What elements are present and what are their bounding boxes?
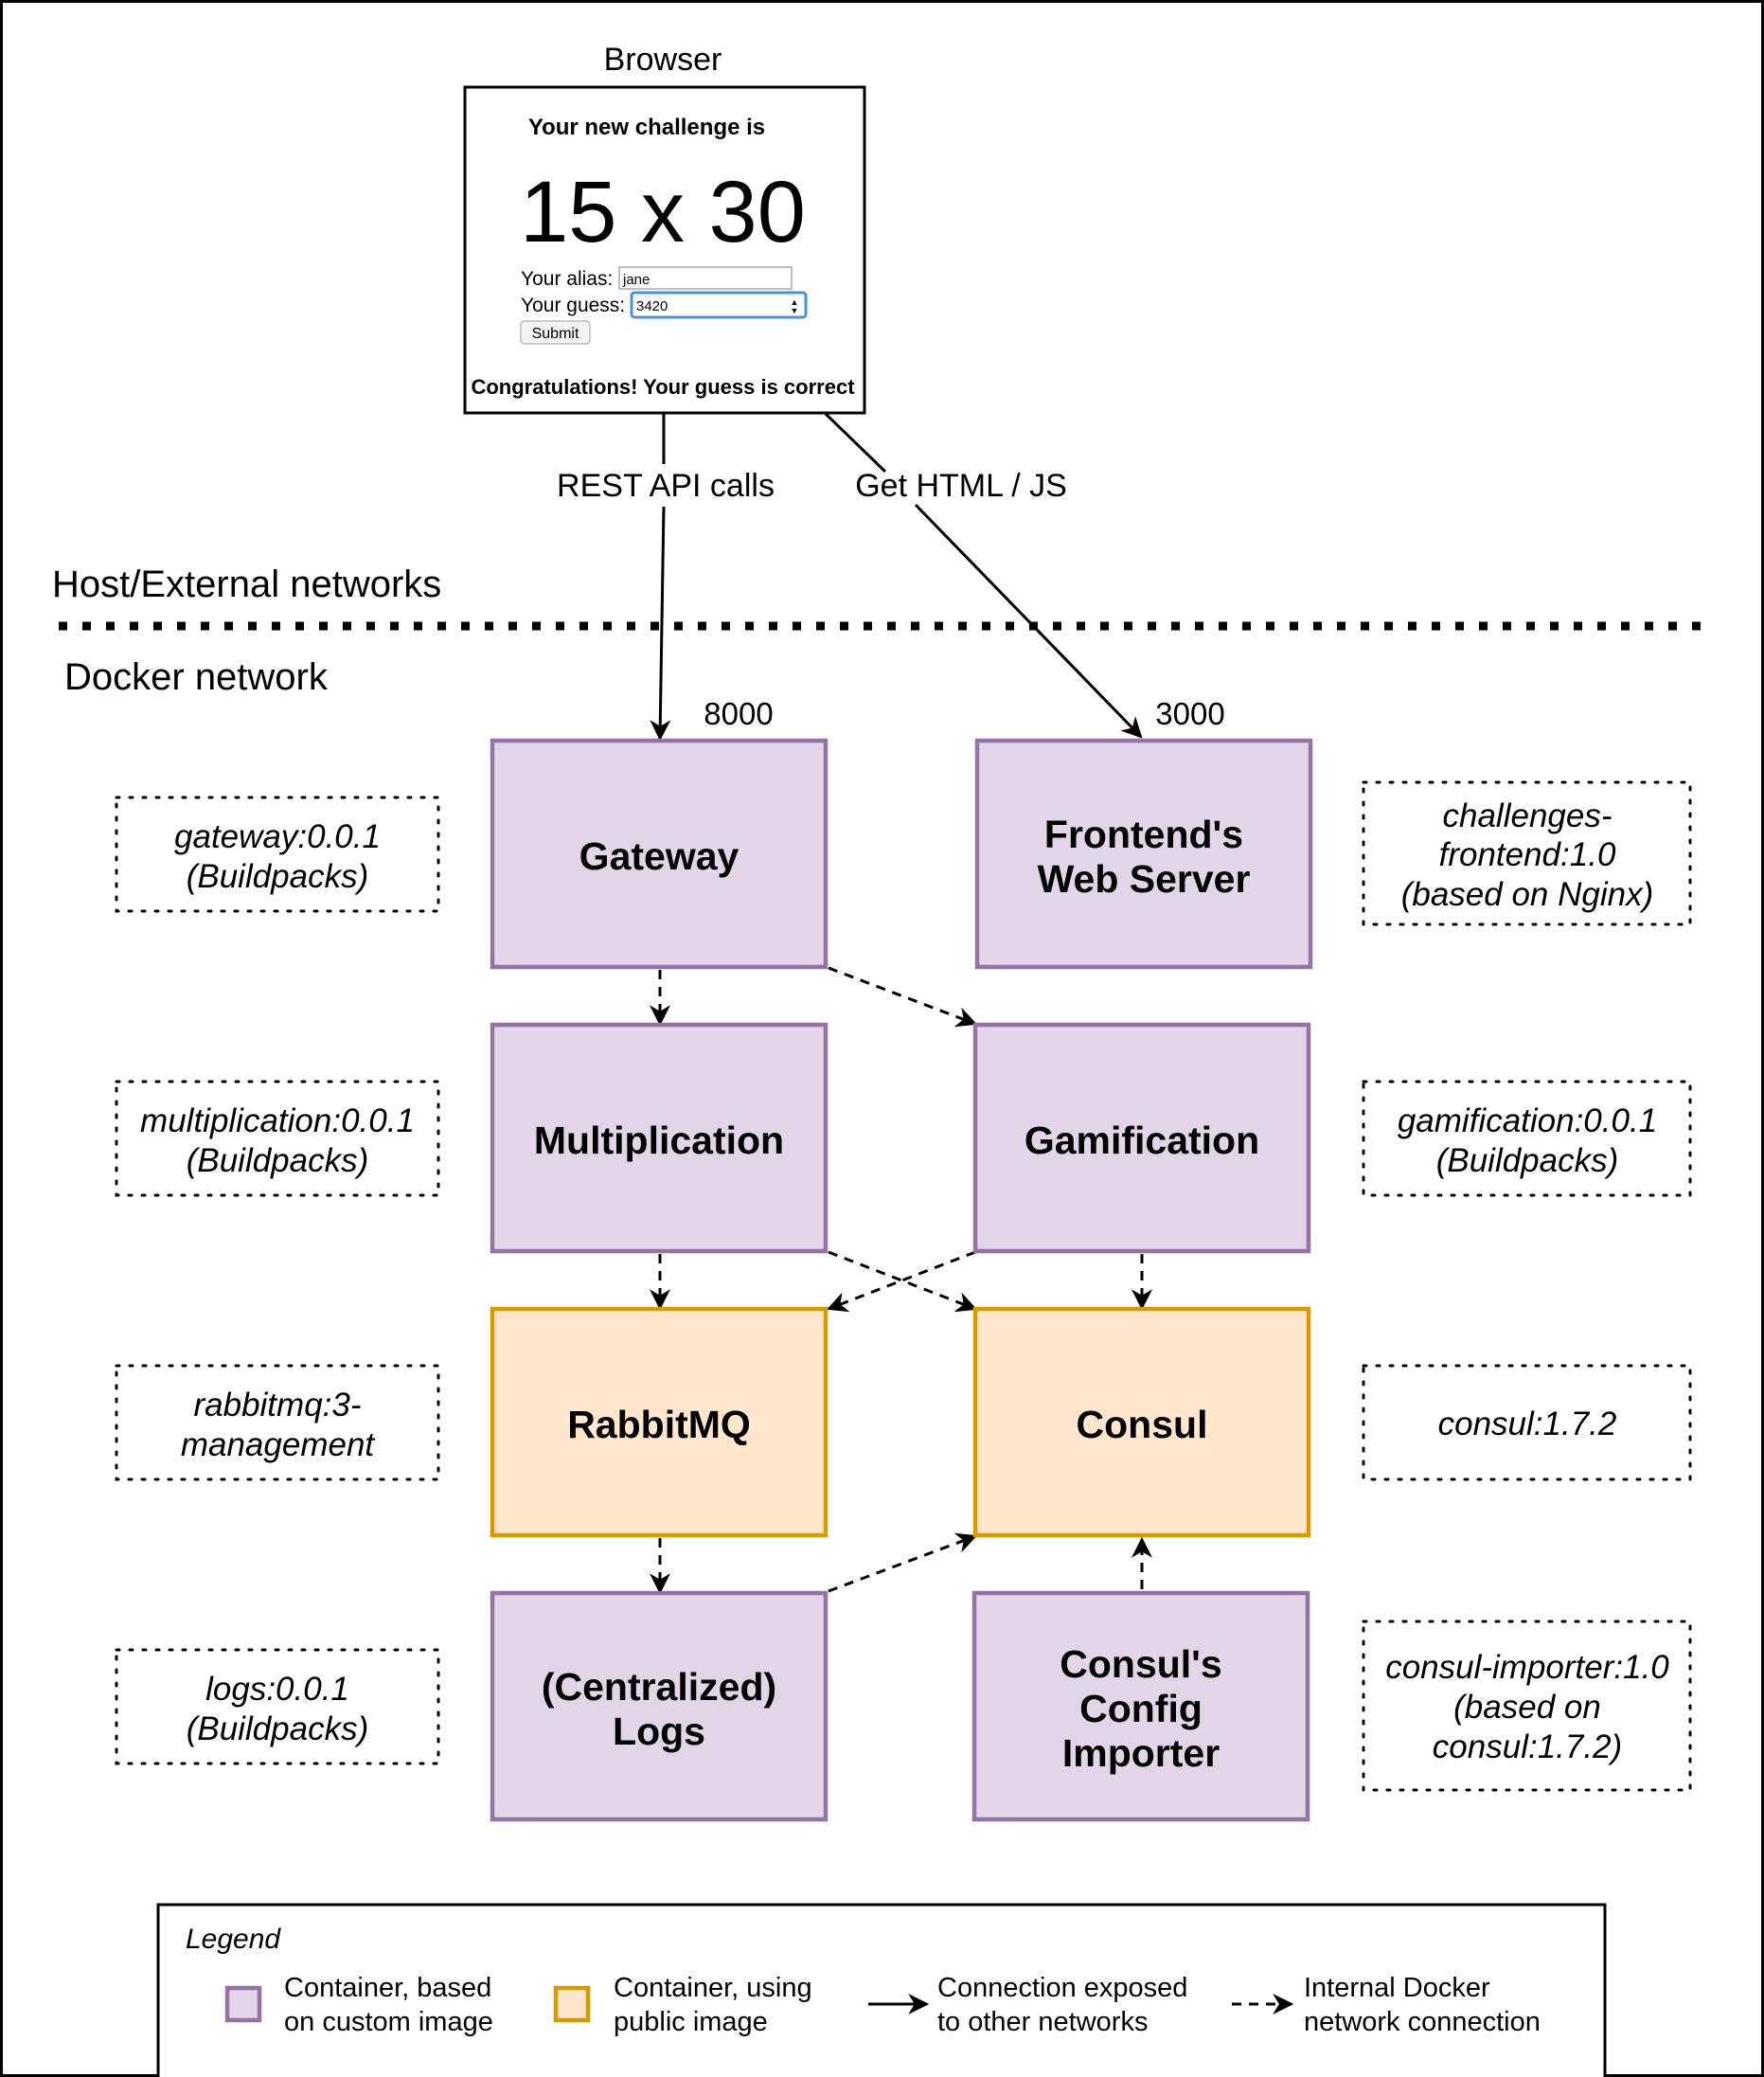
- note-gamification-line-1: gamification:0.0.1: [1398, 1102, 1657, 1139]
- html-edge-top: [824, 412, 887, 474]
- note-frontend: challenges- frontend:1.0 (based on Nginx…: [1362, 780, 1692, 926]
- legend-public-line-1: Container, using: [614, 1973, 812, 2003]
- note-gamification-line-2: (Buildpacks): [1436, 1142, 1619, 1179]
- node-rabbitmq-label: RabbitMQ: [567, 1403, 751, 1446]
- note-logs: logs:0.0.1 (Buildpacks): [115, 1648, 440, 1765]
- node-logs: (Centralized) Logs: [490, 1590, 829, 1822]
- guess-label: Your guess:: [521, 295, 625, 316]
- edge-logs-consul: [828, 1532, 978, 1593]
- node-importer-label-1: Consul's: [1060, 1642, 1222, 1686]
- stepper-down-icon[interactable]: ▼: [791, 306, 799, 315]
- node-logs-label-2: Logs: [613, 1710, 705, 1753]
- note-gateway-line-2: (Buildpacks): [187, 858, 369, 895]
- note-consul: consul:1.7.2: [1362, 1364, 1692, 1481]
- docker-network-label: Docker network: [64, 656, 329, 698]
- node-gamification: Gamification: [972, 1022, 1311, 1254]
- legend: Legend Container, based on custom image …: [156, 1903, 1607, 2077]
- guess-input[interactable]: [630, 291, 808, 319]
- note-rabbitmq-line-1: rabbitmq:3-: [193, 1387, 361, 1423]
- html-edge-arrow: [914, 503, 1143, 739]
- node-consul-label: Consul: [1077, 1403, 1208, 1446]
- legend-exposed-line-1: Connection exposed: [937, 1973, 1187, 2003]
- edge-gamification-rabbitmq: [826, 1250, 976, 1313]
- challenge-heading: Your new challenge is: [528, 115, 765, 140]
- port-frontend: 3000: [1155, 696, 1224, 731]
- node-gamification-label: Gamification: [1025, 1119, 1259, 1162]
- edge-gateway-gamification: [828, 966, 978, 1028]
- internal-edges: [650, 966, 1152, 1595]
- note-gamification: gamification:0.0.1 (Buildpacks): [1362, 1080, 1692, 1197]
- legend-exposed-line-2: to other networks: [937, 2007, 1148, 2037]
- node-frontend: Frontend's Web Server: [974, 738, 1313, 970]
- submit-button[interactable]: [520, 320, 591, 345]
- note-gateway-line-1: gateway:0.0.1: [174, 818, 381, 855]
- node-multiplication-label: Multiplication: [534, 1119, 784, 1162]
- note-importer: consul-importer:1.0 (based on consul:1.7…: [1362, 1620, 1692, 1792]
- note-multiplication: multiplication:0.0.1 (Buildpacks): [115, 1080, 440, 1197]
- node-importer-label-3: Importer: [1062, 1731, 1220, 1775]
- rest-edge-arrow: [650, 506, 671, 742]
- alias-input-value: jane: [622, 272, 650, 288]
- note-multiplication-line-1: multiplication:0.0.1: [140, 1102, 415, 1139]
- challenge-text: 15 x 30: [520, 164, 806, 260]
- note-consul-line-1: consul:1.7.2: [1438, 1406, 1617, 1442]
- note-rabbitmq-line-2: management: [181, 1426, 376, 1463]
- port-gateway: 8000: [704, 696, 773, 731]
- node-frontend-label-2: Web Server: [1038, 857, 1251, 901]
- html-edge-label: Get HTML / JS: [855, 468, 1067, 504]
- note-multiplication-line-2: (Buildpacks): [187, 1142, 369, 1179]
- legend-internal-line-2: network connection: [1304, 2007, 1541, 2037]
- note-importer-line-1: consul-importer:1.0: [1385, 1649, 1669, 1686]
- note-logs-line-2: (Buildpacks): [187, 1710, 369, 1747]
- submit-button-label: Submit: [532, 326, 579, 342]
- note-logs-line-1: logs:0.0.1: [205, 1671, 349, 1708]
- legend-internal-line-1: Internal Docker: [1304, 1973, 1490, 2003]
- guess-input-value: 3420: [636, 298, 668, 314]
- legend-box: [156, 1903, 1607, 2077]
- browser-group: Browser Your new challenge is 15 x 30 Yo…: [463, 42, 866, 415]
- alias-input[interactable]: [618, 266, 793, 290]
- legend-custom-swatch: [224, 1985, 262, 2023]
- note-gateway: gateway:0.0.1 (Buildpacks): [115, 796, 440, 913]
- browser-title: Browser: [604, 42, 722, 78]
- node-rabbitmq: RabbitMQ: [490, 1306, 829, 1538]
- node-gateway: Gateway: [490, 738, 829, 970]
- note-importer-line-3: consul:1.7.2): [1433, 1728, 1622, 1765]
- legend-custom-line-1: Container, based: [284, 1973, 491, 2003]
- node-logs-label-1: (Centralized): [542, 1665, 776, 1709]
- browser-window: [463, 85, 866, 415]
- legend-title: Legend: [186, 1924, 281, 1955]
- legend-custom-line-2: on custom image: [284, 2007, 493, 2037]
- external-edges: REST API calls Get HTML / JS 8000 3000: [557, 412, 1225, 742]
- legend-public-line-2: public image: [614, 2007, 768, 2037]
- note-frontend-line-2: frontend:1.0: [1439, 836, 1616, 873]
- node-multiplication: Multiplication: [490, 1022, 829, 1254]
- note-importer-line-2: (based on: [1453, 1689, 1601, 1726]
- edge-multiplication-consul: [828, 1250, 978, 1313]
- alias-label: Your alias:: [521, 268, 613, 290]
- result-text: Congratulations! Your guess is correct: [471, 375, 855, 399]
- note-frontend-line-3: (based on Nginx): [1401, 876, 1654, 913]
- node-importer-label-2: Config: [1079, 1687, 1203, 1730]
- node-gateway-label: Gateway: [579, 834, 739, 878]
- legend-public-swatch: [553, 1985, 591, 2023]
- rest-edge-label: REST API calls: [557, 468, 775, 504]
- node-frontend-label-1: Frontend's: [1044, 813, 1243, 856]
- node-importer: Consul's Config Importer: [971, 1590, 1310, 1822]
- note-rabbitmq: rabbitmq:3- management: [115, 1364, 440, 1481]
- node-consul: Consul: [972, 1306, 1311, 1538]
- note-frontend-line-1: challenges-: [1443, 797, 1613, 834]
- stepper-icon[interactable]: ▲: [791, 297, 799, 307]
- host-networks-label: Host/External networks: [52, 564, 441, 605]
